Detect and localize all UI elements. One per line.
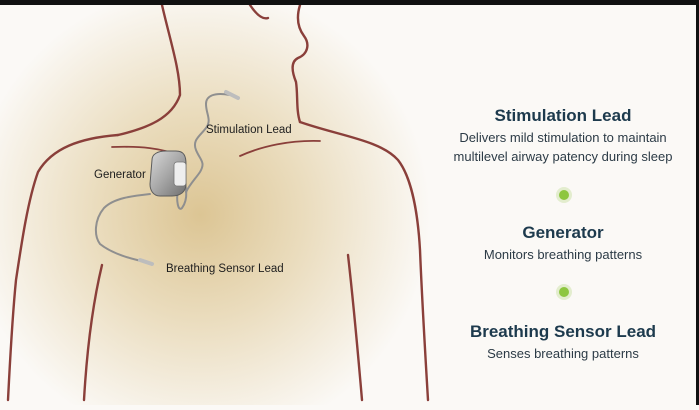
neck-left-line — [116, 3, 182, 137]
breathing-sensor-lead-title: Breathing Sensor Lead — [469, 322, 657, 341]
separator-dot — [559, 190, 569, 200]
top-border — [0, 0, 699, 5]
breathing-sensor-lead-desc: Senses breathing patterns — [487, 346, 639, 361]
separator-dot — [559, 287, 569, 297]
stimulation-lead-title: Stimulation Lead — [494, 106, 632, 125]
torso-svg — [0, 3, 430, 405]
right-inner-arm-line — [346, 253, 364, 402]
generator-info: Generator Monitors breathing patterns — [430, 222, 696, 264]
left-inner-arm-line — [82, 263, 104, 402]
breathing-sensor-lead-wire — [94, 193, 151, 263]
right-clavicle — [239, 140, 321, 157]
generator-desc: Monitors breathing patterns — [483, 247, 643, 262]
generator-device — [149, 150, 187, 197]
stimulation-lead-wire — [185, 93, 231, 193]
generator-label: Generator — [94, 169, 146, 181]
stimulation-lead-label: Stimulation Lead — [206, 124, 292, 136]
info-panel: Stimulation Lead Delivers mild stimulati… — [430, 0, 696, 405]
breathing-sensor-lead-label: Breathing Sensor Lead — [166, 263, 284, 275]
sensor-lead-tip — [138, 258, 154, 266]
torso-illustration: Stimulation Lead Generator Breathing Sen… — [0, 3, 430, 405]
right-shoulder-line — [298, 120, 430, 402]
stimulation-lead-desc-line1: Delivers mild stimulation to maintain — [459, 130, 667, 145]
generator-title: Generator — [522, 223, 604, 242]
stimulation-lead-desc-line2: multilevel airway patency during sleep — [453, 149, 673, 164]
stimulation-lead-cuff — [224, 90, 240, 100]
left-shoulder-line — [6, 133, 120, 402]
chest-glow — [0, 5, 430, 405]
right-border — [696, 0, 699, 405]
jaw-line — [248, 3, 270, 20]
body-outline — [6, 3, 430, 402]
stimulation-lead-info: Stimulation Lead Delivers mild stimulati… — [430, 105, 696, 166]
breathing-sensor-lead-info: Breathing Sensor Lead Senses breathing p… — [430, 321, 696, 363]
chin-profile-line — [291, 3, 309, 124]
